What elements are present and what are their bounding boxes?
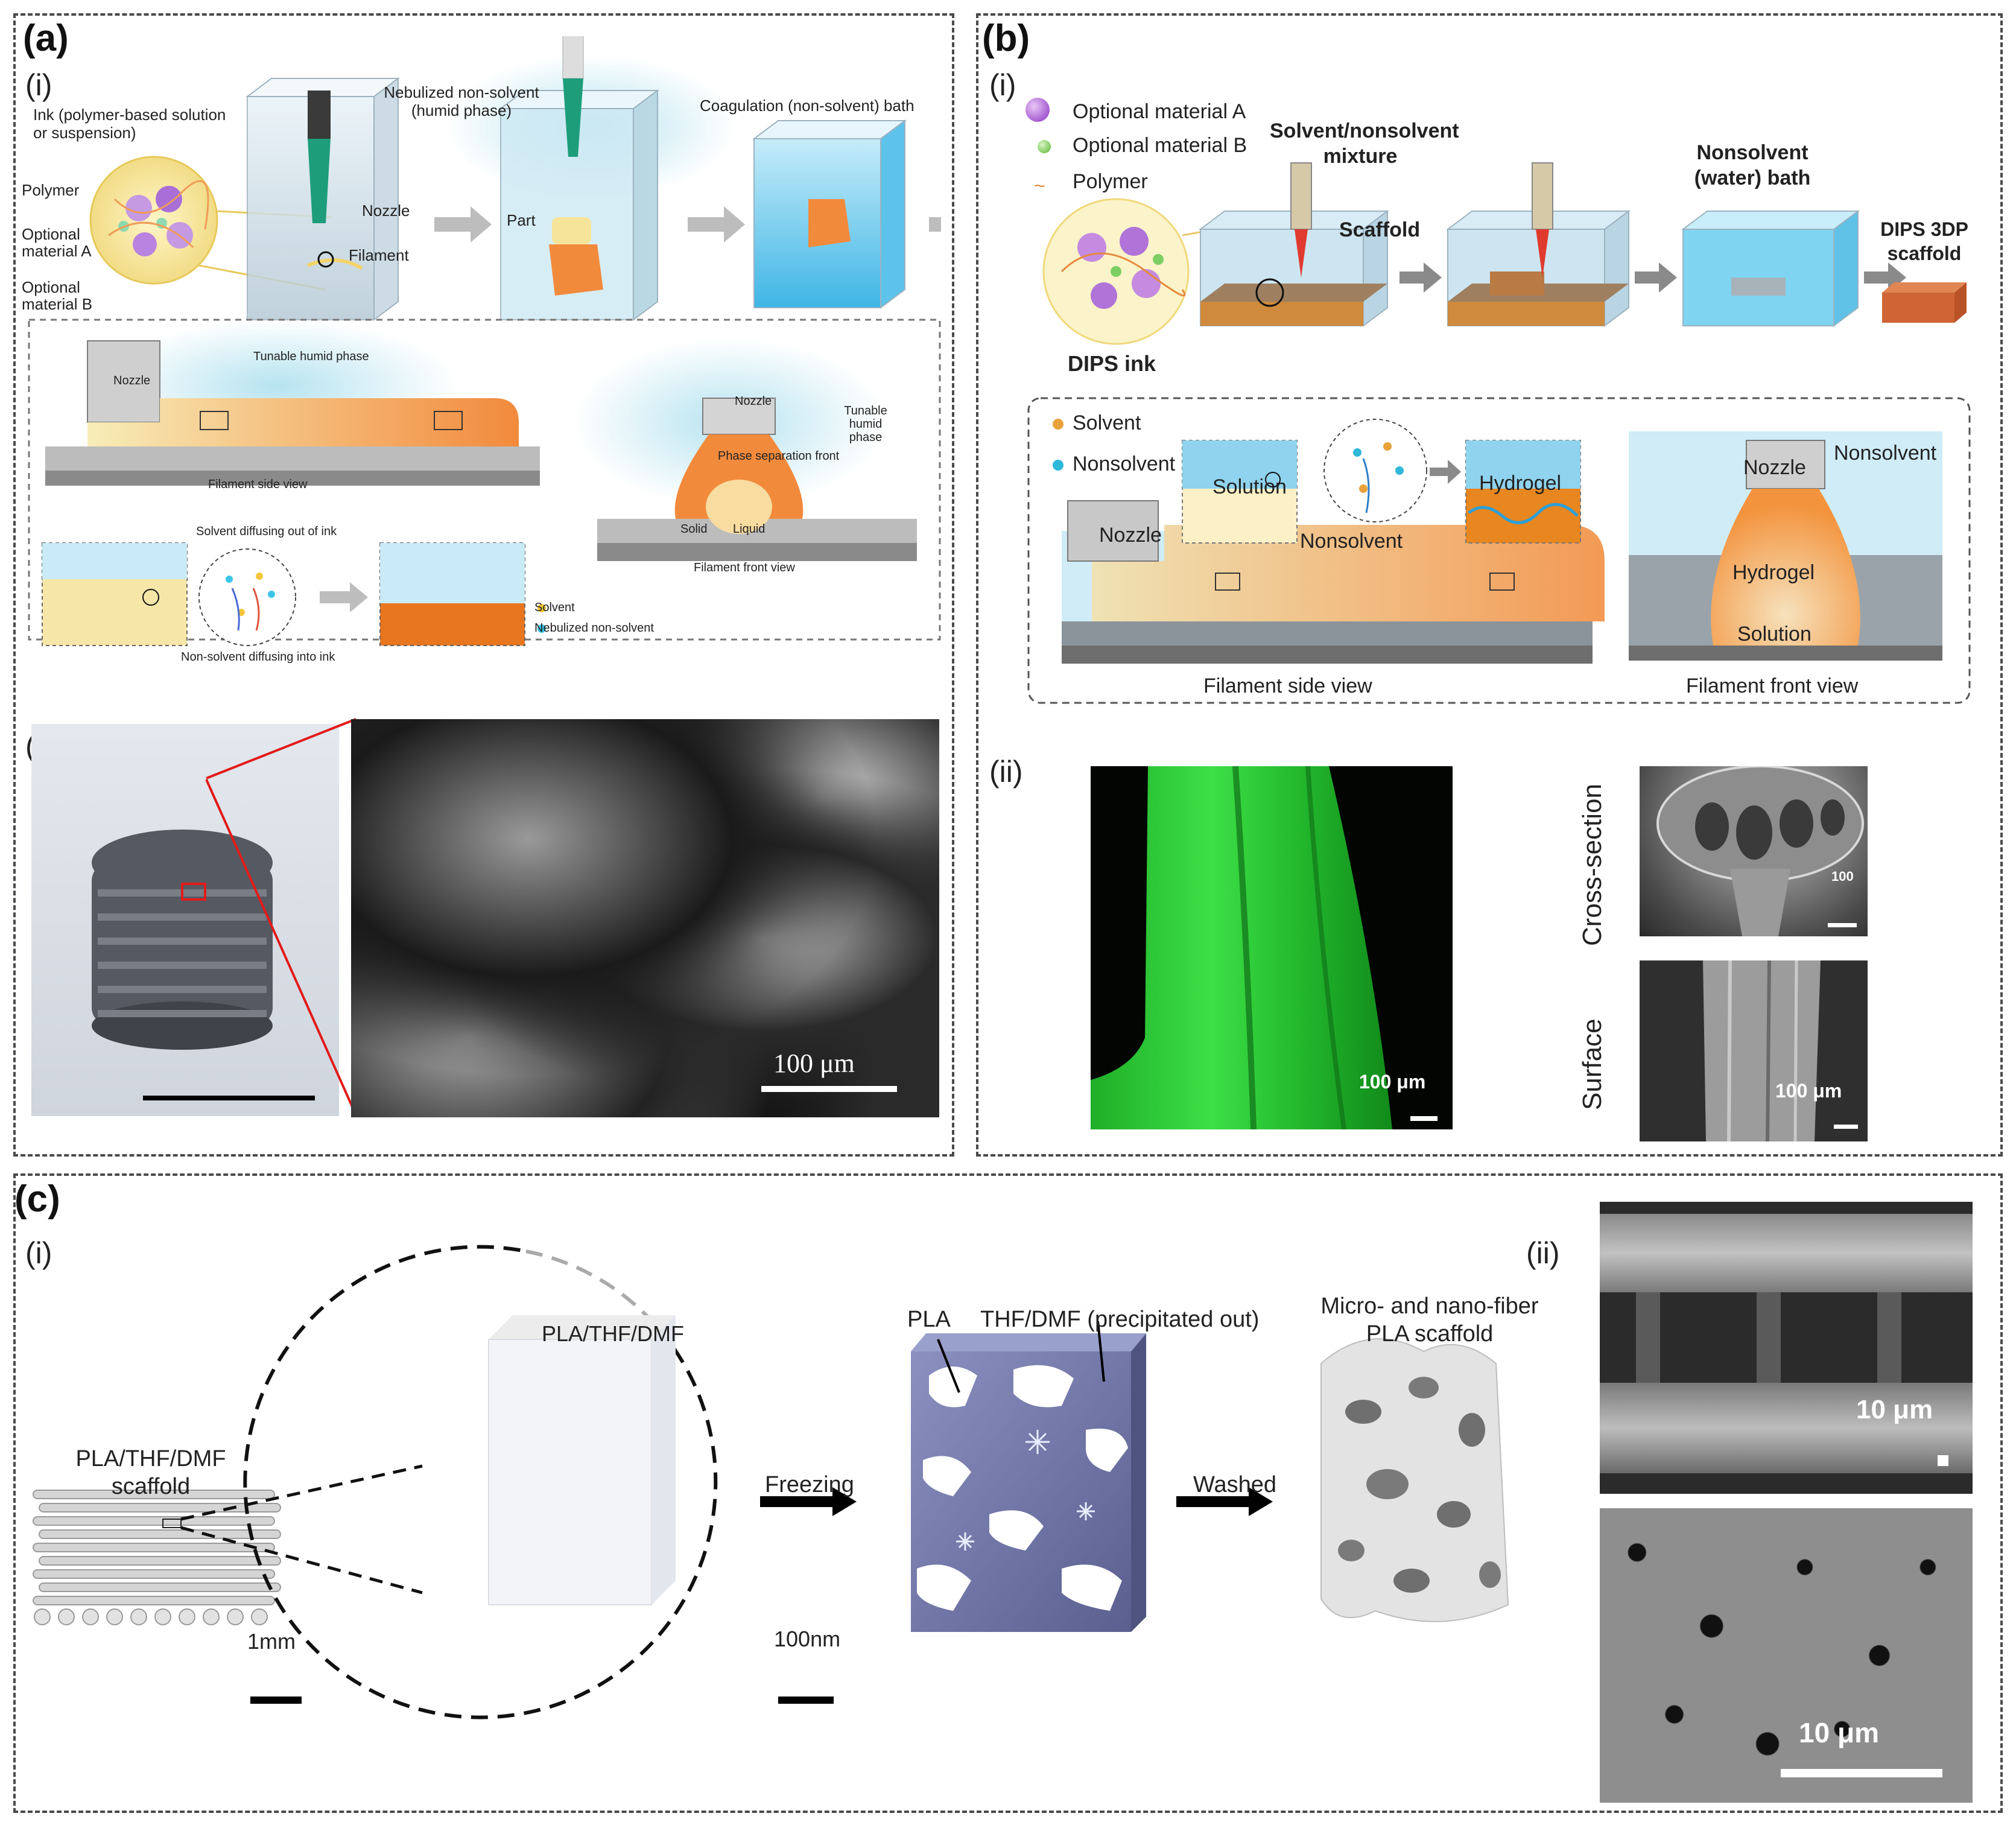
b-legend-opt-b: Optional material B bbox=[1073, 134, 1247, 157]
b-scaffold-label: Scaffold bbox=[1339, 218, 1421, 241]
b-nonsolvent-front-label: Nonsolvent bbox=[1834, 442, 1937, 465]
a-psf-label: Phase separation front bbox=[718, 449, 840, 463]
a-legend-solvent: Solvent bbox=[534, 601, 575, 614]
a-legend-nebulized: Nebulized non-solvent bbox=[534, 621, 654, 635]
b-ii-cross-section-image: 100 bbox=[1640, 766, 1868, 936]
a-opt-b-label: Optional material B bbox=[22, 278, 93, 313]
b-ii-cross-section-label: Cross-section bbox=[1577, 784, 1607, 946]
panel-c-ii-label: (ii) bbox=[1526, 1236, 1560, 1270]
a-nozzle2-label: Nozzle bbox=[113, 374, 151, 387]
a-filament-label: Filament bbox=[349, 246, 409, 264]
c-scale-1mm: 1mm bbox=[247, 1629, 296, 1654]
c-porous-cube bbox=[1320, 1338, 1509, 1622]
a-nozzle-label: Nozzle bbox=[362, 202, 410, 220]
b-legend-opt-a-icon bbox=[1025, 98, 1050, 122]
c-ii-bottom-scale-text: 10 μm bbox=[1799, 1717, 1879, 1748]
b-ii-surface-scale-text: 100 μm bbox=[1775, 1080, 1842, 1102]
b-ii-green-scale-text: 100 μm bbox=[1359, 1071, 1426, 1093]
panel-b-ii-label: (ii) bbox=[989, 755, 1023, 789]
b-dips3dp-label: DIPS 3DP scaffold bbox=[1880, 218, 1968, 264]
a-tunable2-label: Tunable humid phase bbox=[844, 404, 887, 444]
c-i-schematic bbox=[24, 1231, 1593, 1810]
lattice-scaffold bbox=[92, 830, 273, 1050]
c-scale-100nm: 100nm bbox=[774, 1627, 841, 1651]
c-thf-dmf-label: THF/DMF (precipitated out) bbox=[980, 1307, 1260, 1332]
panel-b-i-label: (i) bbox=[989, 68, 1016, 102]
c-scaffold-label: PLA/THF/DMF scaffold bbox=[75, 1446, 226, 1499]
panel-c-i-label: (i) bbox=[25, 1236, 52, 1270]
a-ii-photo bbox=[31, 724, 339, 1116]
c-cube-label: PLA/THF/DMF bbox=[542, 1321, 685, 1346]
b-side-view-label: Filament side view bbox=[1203, 675, 1372, 697]
panel-a-i-label: (i) bbox=[25, 68, 52, 102]
b-dips-ink-label: DIPS ink bbox=[1068, 351, 1156, 376]
b-ii-cross-scale-bar bbox=[1828, 923, 1857, 927]
b-nonsolvent-legend: Nonsolvent bbox=[1073, 452, 1176, 475]
c-micro-nano-label: Micro- and nano-fiber PLA scaffold bbox=[1320, 1293, 1539, 1347]
a-nonsolvent-in-label: Non-solvent diffusing into ink bbox=[181, 650, 335, 664]
c-ii-top-scale-bar bbox=[1938, 1455, 1948, 1466]
a-solvent-out-label: Solvent diffusing out of ink bbox=[196, 525, 337, 538]
b-ii-surface-scale-bar bbox=[1834, 1125, 1858, 1129]
b-ii-cross-scale-text: 100 bbox=[1831, 869, 1854, 884]
b-legend-opt-a: Optional material A bbox=[1073, 100, 1246, 123]
a-ink-label: Ink (polymer-based solution or suspensio… bbox=[33, 106, 226, 142]
a-nozzle3-label: Nozzle bbox=[735, 395, 772, 408]
a-i-svg bbox=[28, 24, 941, 646]
b-solvent-legend: Solvent bbox=[1073, 411, 1141, 434]
b-hydrogel-front-label: Hydrogel bbox=[1732, 561, 1815, 584]
c-scaffold-stack bbox=[33, 1490, 281, 1605]
b-i-schematic bbox=[1025, 90, 1976, 709]
c-ii-sem-bottom: 10 μm bbox=[1600, 1508, 1973, 1803]
panel-c-label: (c) bbox=[14, 1178, 60, 1220]
b-solution-label: Solution bbox=[1212, 475, 1287, 498]
a-ii-zoom-lines bbox=[205, 718, 357, 1116]
a-solid-label: Solid bbox=[680, 522, 708, 536]
a-polymer-label: Polymer bbox=[22, 181, 80, 199]
b-nozzle-label: Nozzle bbox=[1099, 524, 1162, 547]
panel-c-frame bbox=[13, 1173, 2003, 1813]
panel-a-frame bbox=[13, 13, 954, 1157]
b-legend-opt-b-icon bbox=[1038, 140, 1051, 153]
b-nonsolvent-mid-label: Nonsolvent bbox=[1300, 530, 1403, 553]
b-ii-surface-label: Surface bbox=[1577, 1018, 1607, 1110]
a-i-schematic bbox=[24, 24, 947, 724]
c-washed-label: Washed bbox=[1193, 1472, 1276, 1497]
c-frozen-cube bbox=[911, 1333, 1146, 1632]
b-solution-front-label: Solution bbox=[1737, 623, 1812, 646]
b-hydrogel-label: Hydrogel bbox=[1479, 472, 1562, 495]
a-side-view-label: Filament side view bbox=[208, 478, 308, 491]
a-ii-scale-text: 100 μm bbox=[773, 1049, 855, 1078]
b-mixture-label: Solvent/nonsolvent mixture bbox=[1270, 119, 1459, 168]
c-freezing-label: Freezing bbox=[765, 1472, 854, 1497]
c-ii-top-scale-text: 10 μm bbox=[1856, 1395, 1933, 1424]
c-pla-label: PLA bbox=[907, 1307, 951, 1332]
c-ii-sem-top: 10 μm bbox=[1600, 1202, 1973, 1494]
panel-b-label: (b) bbox=[982, 17, 1030, 59]
b-legend-polymer: Polymer bbox=[1073, 170, 1148, 193]
b-ii-green-scale-bar bbox=[1410, 1116, 1438, 1121]
c-ii-bottom-scale-bar bbox=[1781, 1769, 1942, 1777]
b-ii-surface-image: 100 μm bbox=[1640, 960, 1868, 1141]
a-coag-label: Coagulation (non-solvent) bath bbox=[700, 97, 914, 115]
b-nonsolvent-legend-dot bbox=[1053, 460, 1063, 471]
panel-b-frame bbox=[976, 13, 2003, 1157]
a-front-view-label: Filament front view bbox=[694, 561, 795, 574]
b-solvent-legend-dot bbox=[1053, 419, 1063, 430]
panel-a-label: (a) bbox=[23, 17, 69, 59]
a-ii-sem-scale-bar bbox=[761, 1086, 897, 1092]
a-ii-sem-image: 100 μm bbox=[351, 719, 939, 1117]
a-part-label: Part bbox=[507, 211, 536, 229]
b-nozzle-front-label: Nozzle bbox=[1743, 456, 1806, 479]
ink-droplet bbox=[89, 156, 218, 285]
a-liquid-label: Liquid bbox=[733, 522, 766, 536]
a-nebulized-label: Nebulized non-solvent (humid phase) bbox=[384, 83, 539, 119]
a-opt-a-label: Optional material A bbox=[22, 225, 92, 260]
b-legend-polymer-icon: ~ bbox=[1034, 175, 1045, 197]
b-bath-label: Nonsolvent (water) bath bbox=[1694, 141, 1811, 189]
a-tunable-label: Tunable humid phase bbox=[253, 350, 369, 363]
b-front-view-label: Filament front view bbox=[1686, 675, 1859, 697]
b-ii-fluorescence-image: 100 μm bbox=[1091, 766, 1453, 1129]
